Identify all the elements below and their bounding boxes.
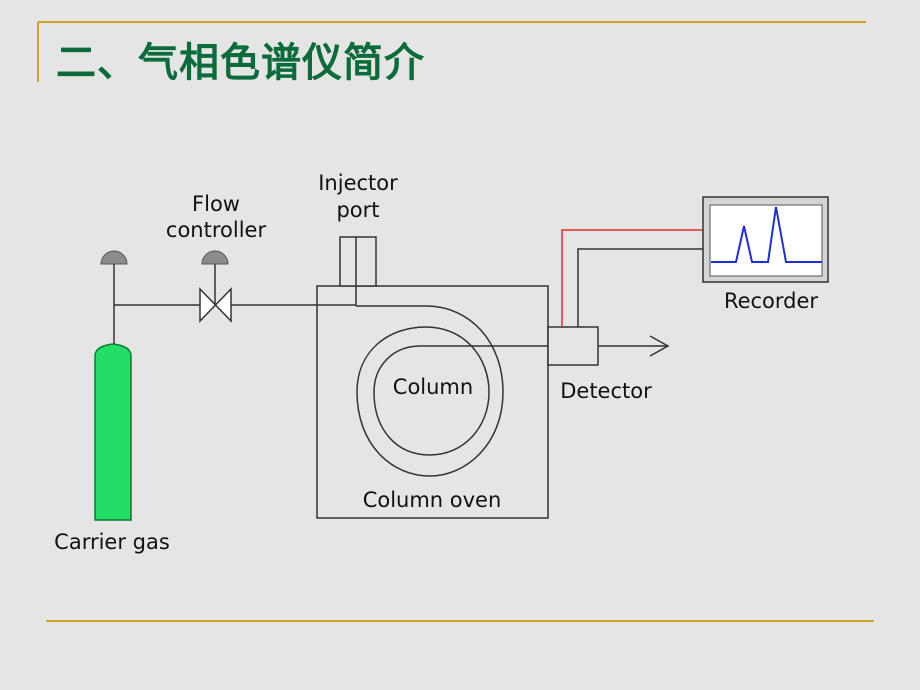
column-oven-box — [316, 285, 549, 519]
injector-port-icon — [339, 236, 377, 306]
recorder-trace — [711, 206, 822, 263]
flow-controller-label-line1: Flow — [192, 192, 240, 216]
recorder-icon — [702, 196, 829, 283]
column-coil-icon — [356, 305, 548, 477]
flow-controller-valve-icon — [199, 250, 232, 323]
flow-controller-label-line2: controller — [166, 218, 267, 242]
carrier-gas-cylinder — [94, 343, 132, 521]
injector-label-line1: Injector — [318, 171, 398, 195]
carrier-gas-label: Carrier gas — [54, 530, 170, 554]
recorder-label: Recorder — [724, 289, 818, 313]
detector-label: Detector — [560, 379, 652, 403]
exhaust-arrow-icon — [598, 335, 670, 357]
cylinder-regulator-icon — [100, 250, 128, 344]
injector-label-line2: port — [336, 198, 379, 222]
signal-wire-ground — [577, 248, 705, 327]
signal-wire-red — [561, 229, 705, 327]
page-title: 二、气相色谱仪简介 — [56, 40, 425, 86]
detector-box — [547, 326, 599, 366]
column-oven-label: Column oven — [363, 488, 502, 512]
column-label: Column — [393, 375, 473, 399]
